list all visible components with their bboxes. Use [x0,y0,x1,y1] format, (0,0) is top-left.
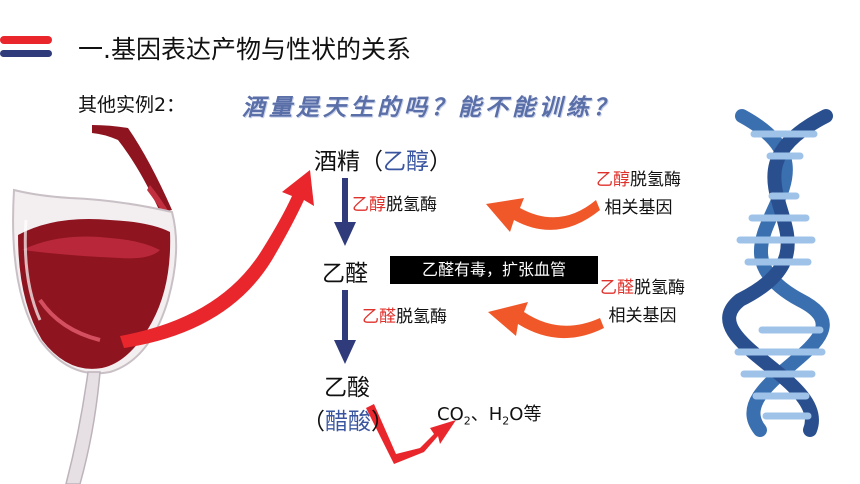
acid-to-products-arrow [366,404,456,464]
adh-gene-line2: 相关基因 [604,198,673,218]
vinegar-label: （醋酸） [302,402,394,436]
vinegar-open: （ [302,409,325,435]
acetaldehyde-to-acid-arrow [334,290,356,364]
header-bar-icon [0,36,52,57]
products-co-sub: 2 [463,414,471,428]
ethanol-main: 酒精（ [314,149,383,175]
products-sep: 、H [470,404,503,425]
ethanol-highlight: 乙醇 [383,149,429,175]
acetic-acid-label: 乙酸 [324,375,370,401]
adh-enzyme-highlight: 乙醇 [352,195,386,215]
ethanol-label: 酒精（乙醇） [314,142,452,176]
aldh-gene-highlight: 乙醛 [600,278,634,298]
aldh-enzyme-rest: 脱氢酶 [396,307,447,327]
acetaldehyde-note: 乙醛有毒，扩张血管 [390,256,598,284]
adh-enzyme-label: 乙醇脱氢酶 [352,190,437,215]
ethanol-to-acetaldehyde-arrow [334,178,356,246]
products-h-sub: 2 [502,414,510,428]
products-label: CO2、H2O等 [437,400,541,428]
acetaldehyde-label: 乙醛 [322,261,368,287]
dna-helix-icon [722,109,833,437]
slide-title: 一.基因表达产物与性状的关系 [78,35,411,64]
aldh-gene-rest: 脱氢酶 [634,278,685,298]
adh-enzyme-rest: 脱氢酶 [386,195,437,215]
aldh-enzyme-label: 乙醛脱氢酶 [362,302,447,327]
products-rest: O等 [509,404,542,425]
adh-gene-highlight: 乙醇 [596,170,630,190]
aldh-enzyme-highlight: 乙醛 [362,307,396,327]
slide-subtitle: 其他实例2： [78,94,186,116]
ethanol-close: ） [429,149,452,175]
adh-gene-label: 乙醇脱氢酶 相关基因 [596,166,681,222]
aldh-gene-arrow [488,302,604,339]
aldh-gene-line1: 乙醛脱氢酶 [600,274,685,302]
adh-gene-rest: 脱氢酶 [630,170,681,190]
wine-glass-icon [12,125,178,484]
aldh-gene-label: 乙醛脱氢酶 相关基因 [600,274,685,330]
glass-to-ethanol-arrow [120,170,314,348]
vinegar-close: ） [371,409,394,435]
adh-gene-line1: 乙醇脱氢酶 [596,166,681,194]
products-co: CO [437,404,464,425]
aldh-gene-line2: 相关基因 [608,306,677,326]
vinegar-highlight: 醋酸 [325,409,371,435]
adh-gene-arrow [486,198,600,232]
slide-question: 酒量是天生的吗？能不能训练？ [242,95,620,121]
